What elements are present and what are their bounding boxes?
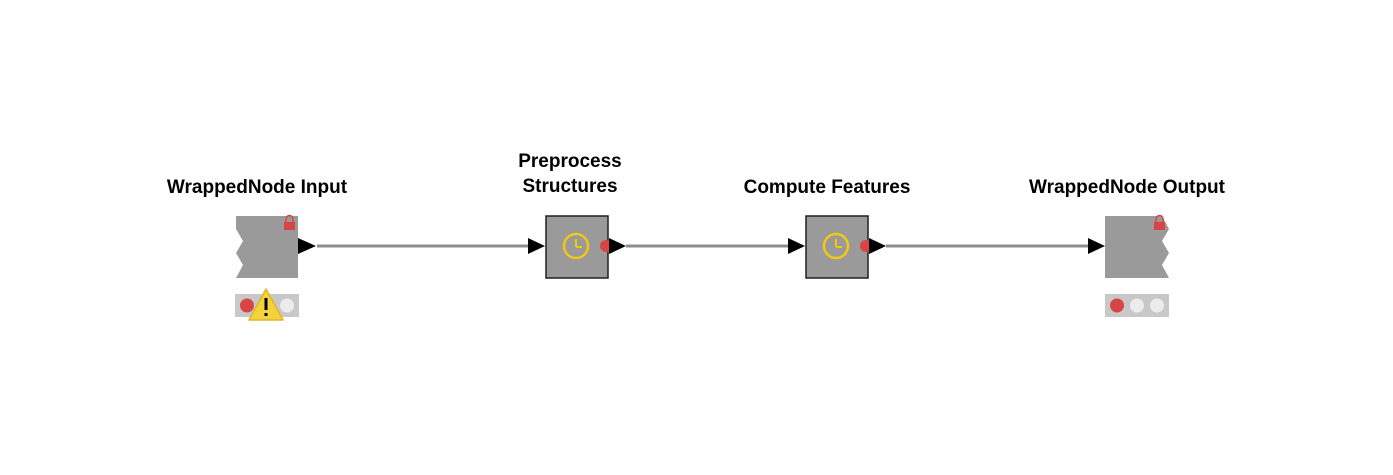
node-label-compute-features: Compute Features [743, 177, 911, 198]
output-port-arrow[interactable] [869, 238, 886, 254]
status-light-green [1150, 298, 1164, 313]
clock-icon [822, 232, 850, 260]
input-port-arrow[interactable] [1088, 238, 1105, 254]
node-label-line-2: Structures [522, 176, 618, 197]
output-port-arrow[interactable] [609, 238, 626, 254]
status-light-red [1110, 298, 1124, 313]
node-compute-features[interactable] [788, 215, 886, 279]
status-light-yellow [1130, 298, 1144, 313]
node-label-wrappednode-input: WrappedNode Input [166, 177, 348, 198]
status-light-green [280, 298, 294, 313]
lock-icon [1154, 214, 1165, 230]
node-label-wrappednode-output: WrappedNode Output [1029, 177, 1225, 198]
input-port-arrow[interactable] [788, 238, 805, 254]
node-status-bar [1105, 294, 1169, 317]
node-label-preprocess-structures: Preprocess Structures [490, 149, 650, 199]
node-preprocess-structures[interactable] [528, 215, 626, 279]
warning-icon[interactable] [248, 288, 284, 321]
input-port-arrow[interactable] [528, 238, 545, 254]
lock-icon [284, 214, 295, 230]
node-wrappednode-input[interactable] [235, 214, 316, 321]
status-light-red [240, 298, 254, 313]
wrapped-output-node-body[interactable] [1105, 216, 1169, 278]
node-wrappednode-output[interactable] [1088, 214, 1169, 318]
node-label-line-1: Preprocess [518, 151, 622, 172]
wrapped-input-node-body[interactable] [236, 216, 298, 278]
output-port-arrow[interactable] [298, 238, 316, 254]
clock-icon [562, 232, 590, 260]
